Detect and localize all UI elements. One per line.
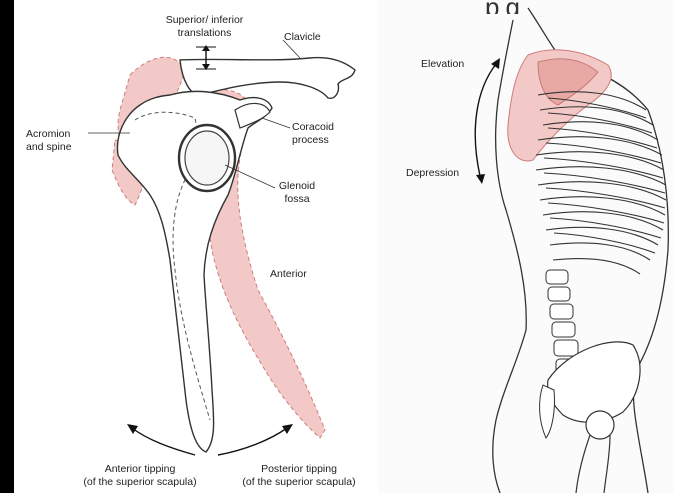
- glenoid-fossa-inner: [185, 131, 229, 185]
- sacrum: [540, 385, 555, 438]
- label-anterior: Anterior: [270, 268, 307, 281]
- anterior-tipping-arrow: [132, 428, 195, 455]
- femur-head: [586, 411, 614, 439]
- label-anterior-tipping: Anterior tipping (of the superior scapul…: [60, 463, 220, 488]
- label-translations: Superior/ inferior translations: [152, 14, 257, 39]
- depression-arrowhead: [476, 174, 485, 184]
- torso-illustration: [378, 0, 674, 493]
- posterior-tipping-arrowhead: [282, 424, 293, 434]
- label-posterior-tipping: Posterior tipping (of the superior scapu…: [226, 463, 372, 488]
- elevation-arrowhead: [491, 58, 500, 69]
- label-clavicle: Clavicle: [284, 31, 321, 44]
- scapula-illustration: [0, 0, 378, 493]
- label-acromion: Acromion and spine: [26, 128, 72, 153]
- leader-coracoid: [262, 118, 290, 128]
- elevation-depression-arrow: [475, 64, 496, 176]
- label-depression: Depression: [406, 167, 459, 180]
- femur-shaft: [576, 435, 610, 493]
- arrow-head-up: [202, 45, 210, 51]
- anterior-tipping-arrowhead: [127, 424, 138, 434]
- label-coracoid: Coracoid process: [292, 121, 334, 146]
- label-glenoid: Glenoid fossa: [268, 180, 326, 205]
- posterior-tipping-arrow: [218, 428, 287, 455]
- label-elevation: Elevation: [421, 58, 464, 71]
